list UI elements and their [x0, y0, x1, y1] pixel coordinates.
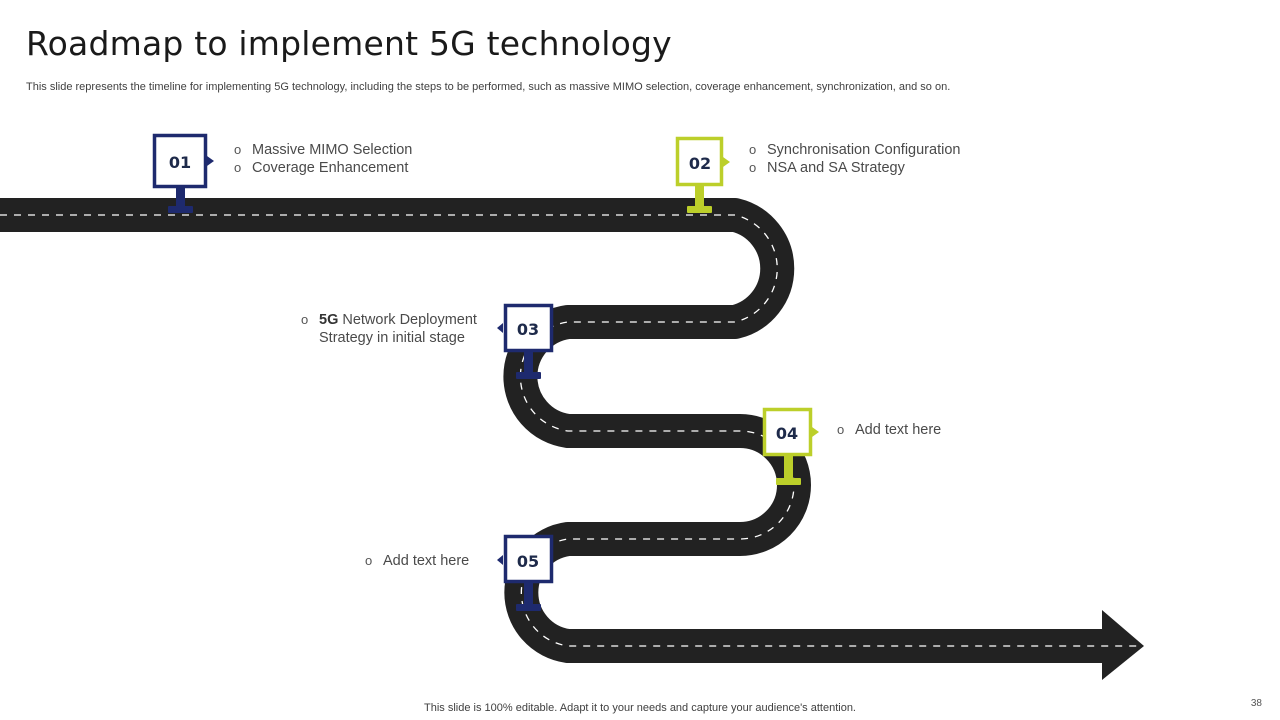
milestone-03-marker: 03 — [497, 303, 554, 379]
milestone-05-number: 05 — [517, 552, 539, 571]
page-number: 38 — [1250, 698, 1262, 709]
milestone-04-list: Add text here — [837, 421, 941, 439]
slide-title: Roadmap to implement 5G technology — [26, 24, 672, 63]
list-item-text: Network Deployment — [338, 312, 477, 328]
milestone-01-list: Massive MIMO Selection Coverage Enhancem… — [234, 141, 412, 177]
milestone-05-marker: 05 — [497, 534, 554, 611]
list-item: Coverage Enhancement — [234, 159, 412, 177]
slide-subtitle: This slide represents the timeline for i… — [26, 81, 951, 93]
list-item: Massive MIMO Selection — [234, 141, 412, 159]
list-item: Add text here — [837, 421, 941, 439]
milestone-03-number: 03 — [517, 320, 539, 339]
milestone-01-marker: 01 — [152, 133, 214, 213]
milestone-01-number: 01 — [169, 153, 191, 172]
milestone-03-list: 5G Network Deployment Strategy in initia… — [301, 311, 477, 347]
list-item: Strategy in initial stage — [301, 329, 477, 347]
milestone-02-number: 02 — [689, 154, 711, 173]
milestone-02-marker: 02 — [675, 136, 730, 213]
list-item: NSA and SA Strategy — [749, 159, 960, 177]
list-item-text: Strategy in initial stage — [319, 330, 465, 346]
milestone-04-number: 04 — [776, 424, 798, 443]
road-center-line — [0, 214, 1140, 647]
bold-prefix: 5G — [319, 312, 339, 328]
road — [0, 198, 1115, 663]
list-item: 5G Network Deployment — [301, 311, 477, 329]
milestone-04-marker: 04 — [762, 407, 819, 485]
milestone-05-list: Add text here — [365, 552, 469, 570]
milestone-02-list: Synchronisation Configuration NSA and SA… — [749, 141, 960, 177]
road-arrow-head — [1102, 610, 1144, 680]
list-item: Add text here — [365, 552, 469, 570]
list-item: Synchronisation Configuration — [749, 141, 960, 159]
slide-footer: This slide is 100% editable. Adapt it to… — [424, 702, 856, 714]
